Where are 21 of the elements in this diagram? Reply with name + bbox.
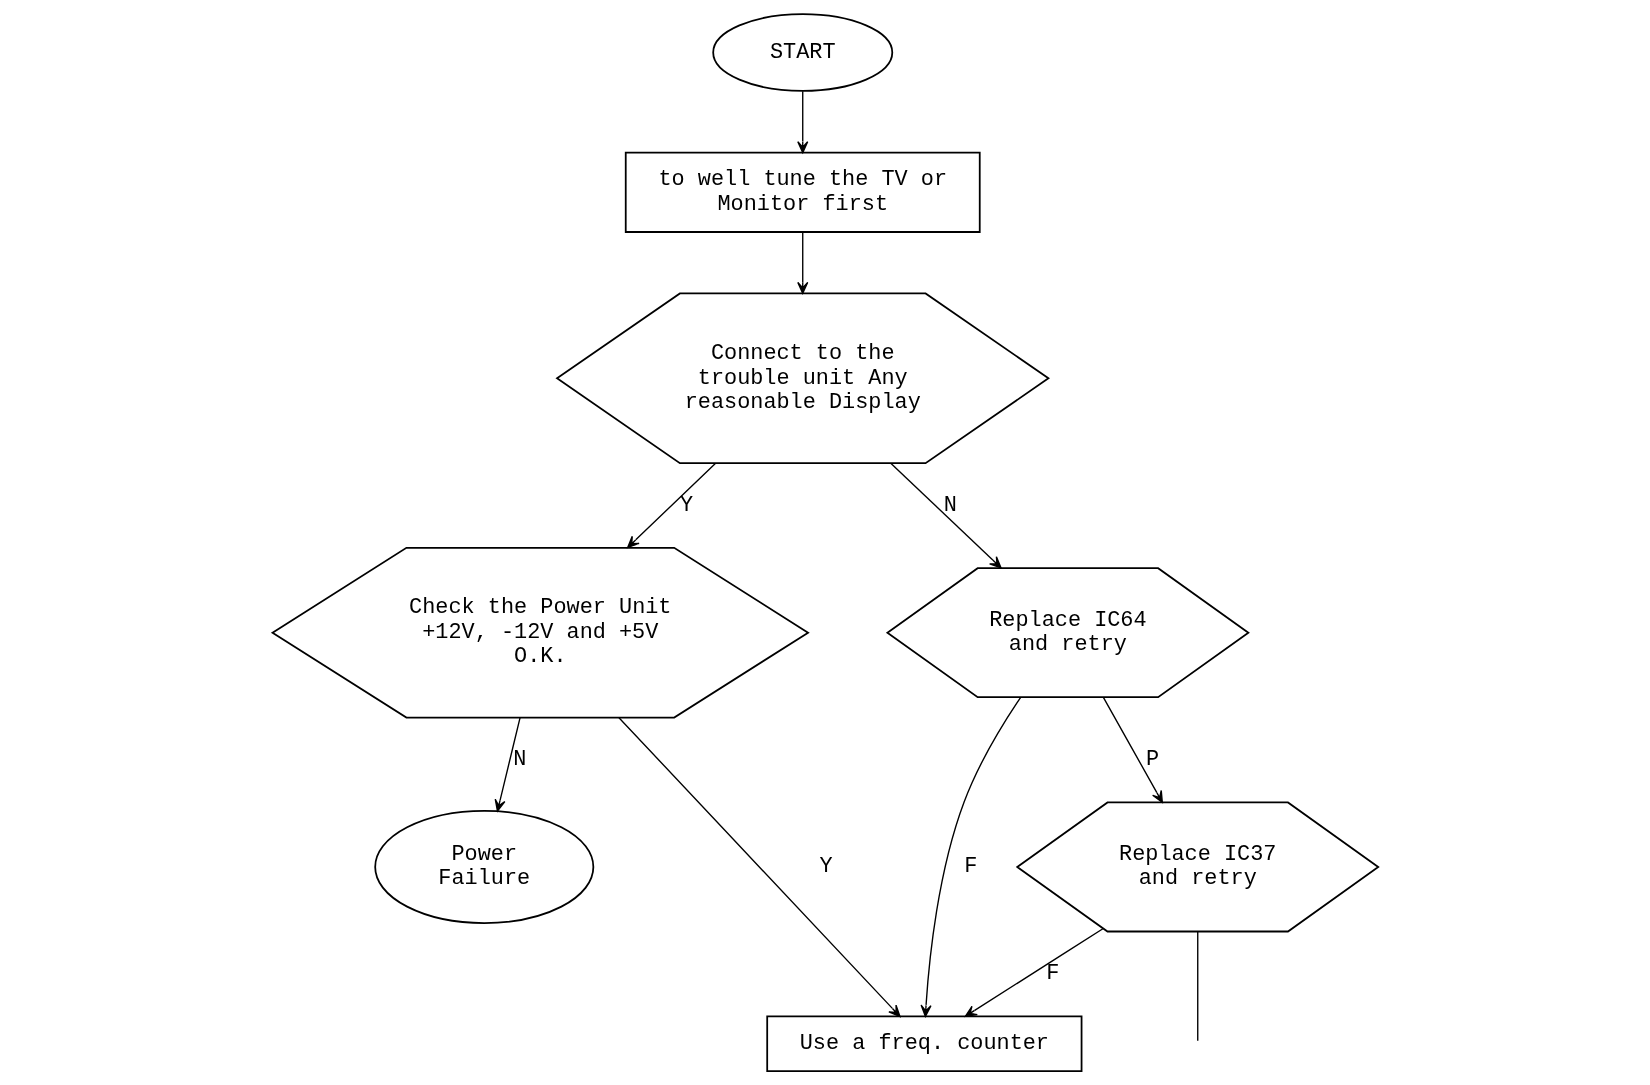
arrow xyxy=(1102,696,1163,804)
node-box: to well tune the TV or Monitor first xyxy=(624,151,981,233)
arrow xyxy=(919,696,1021,1017)
node-ellipse: Power Failure xyxy=(373,810,594,924)
node-ellipse: START xyxy=(711,13,893,92)
edge-label: N xyxy=(512,747,526,773)
arrow xyxy=(796,90,808,154)
arrow xyxy=(617,717,901,1018)
node-box: Use a freq. counter xyxy=(765,1015,1082,1072)
edge-label: P xyxy=(1145,747,1159,773)
edge-label: Y xyxy=(679,492,693,518)
edge-label: F xyxy=(1045,961,1059,987)
arrow xyxy=(889,462,1002,569)
connector xyxy=(1196,931,1198,1042)
arrow xyxy=(796,231,808,294)
edge-label: Y xyxy=(818,854,833,880)
arrow xyxy=(494,716,521,812)
edge-label: F xyxy=(963,854,977,880)
edge-label: N xyxy=(943,492,957,518)
arrow xyxy=(964,927,1104,1017)
arrow xyxy=(626,462,716,549)
